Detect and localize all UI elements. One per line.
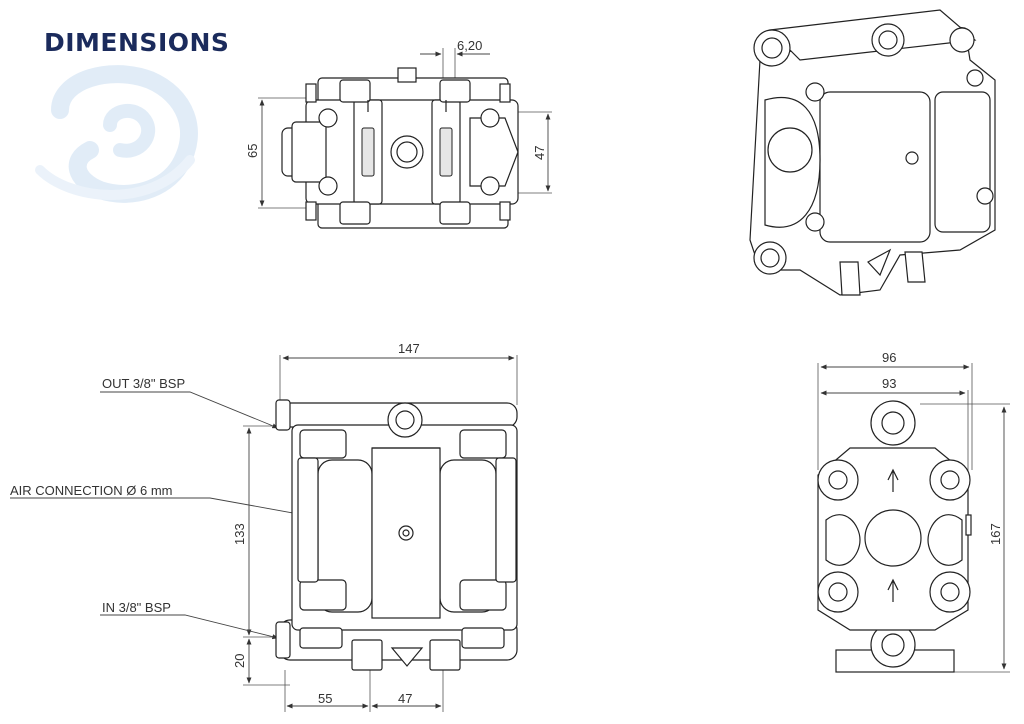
dim-label-20: 20 (232, 654, 247, 668)
dim-label-47-top: 47 (532, 146, 547, 160)
air-connection-label: AIR CONNECTION Ø 6 mm (10, 483, 173, 498)
brand-logo-watermark (35, 65, 198, 203)
dim-label-133: 133 (232, 523, 247, 545)
dim-label-65: 65 (245, 144, 260, 158)
dim-label-55: 55 (318, 691, 332, 706)
dim-label-96: 96 (882, 350, 896, 365)
side-view: 96 93 167 (817, 350, 1010, 673)
dim-label-93: 93 (882, 376, 896, 391)
front-view: 147 133 20 55 47 OUT 3/8" BSP AIR CONNEC… (10, 341, 518, 712)
page-title: DIMENSIONS (44, 28, 230, 57)
dim-label-47-bottom: 47 (398, 691, 412, 706)
dim-label-147: 147 (398, 341, 420, 356)
dim-label-6-20: 6,20 (457, 38, 482, 53)
isometric-view (749, 9, 996, 296)
top-view: 6,20 65 47 (245, 38, 552, 229)
in-connection-label: IN 3/8" BSP (102, 600, 171, 615)
out-connection-label: OUT 3/8" BSP (102, 376, 185, 391)
dim-label-167: 167 (988, 523, 1003, 545)
